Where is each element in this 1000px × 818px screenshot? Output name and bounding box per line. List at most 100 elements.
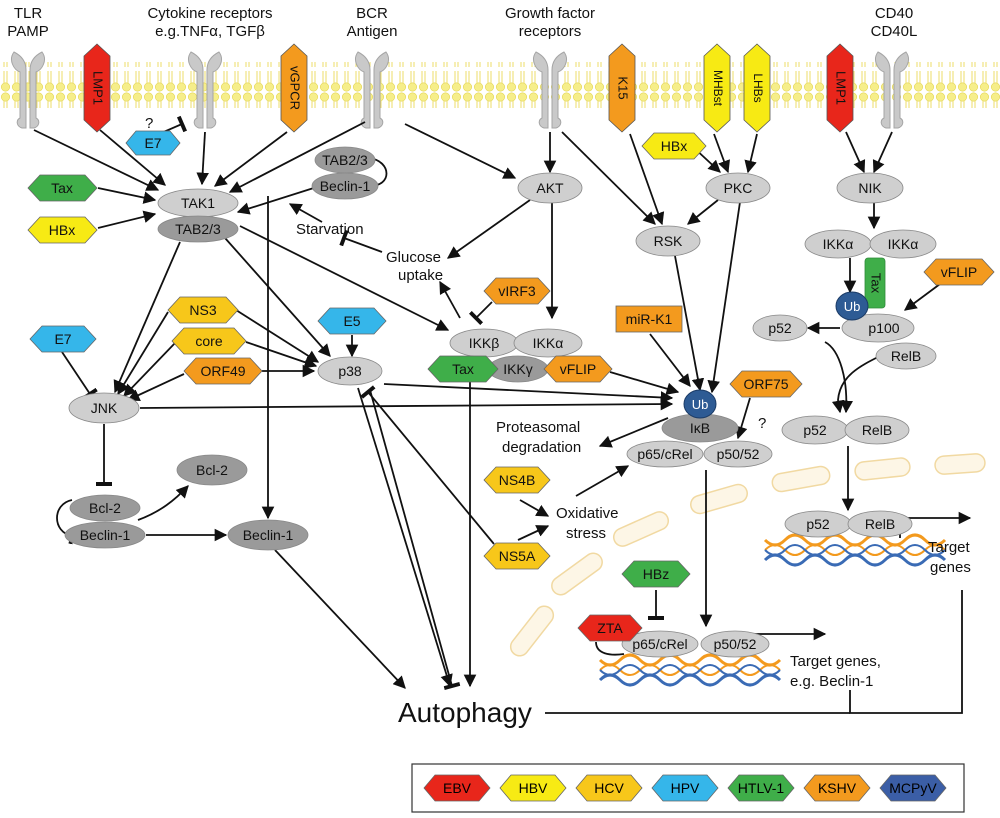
arrow-lhbs-pkc [744, 133, 758, 174]
arrow-ikk-glucose [439, 280, 461, 319]
growth-factor-label: Growth factor [505, 5, 595, 22]
svg-text:MHBst: MHBst [711, 70, 725, 107]
stress-label: stress [566, 525, 606, 542]
antigen-label: Antigen [347, 23, 398, 40]
svg-text:RelB: RelB [865, 516, 895, 532]
arrow-p38-autophagy [357, 387, 453, 688]
svg-text:LMP1: LMP1 [91, 71, 106, 105]
svg-text:NS3: NS3 [189, 302, 216, 318]
beclin-target-label: e.g. Beclin-1 [790, 673, 873, 690]
arrow-p52-complex [824, 341, 853, 414]
e7-top: E7 [125, 130, 181, 156]
svg-text:TAK1: TAK1 [181, 195, 215, 211]
svg-text:Tax: Tax [51, 180, 73, 196]
arrow-vflip-p100 [903, 283, 941, 311]
arrow-ikb-proteasomal [598, 417, 669, 448]
p52-b: p52 [781, 415, 849, 445]
bcr-receptor [355, 51, 389, 129]
svg-text:LMP1: LMP1 [834, 71, 849, 105]
arrow-mirk1-ikb [649, 333, 691, 387]
arrow-ns3-p38 [235, 309, 320, 363]
relb-a: RelB [875, 342, 937, 370]
arrow-orf75-p50 [735, 397, 751, 440]
svg-text:IκB: IκB [690, 420, 710, 436]
virf3: vIRF3 [483, 277, 551, 305]
inhibit-ns5a-p38 [360, 385, 495, 545]
svg-text:RelB: RelB [862, 422, 892, 438]
svg-text:core: core [195, 333, 222, 349]
arrow-core-p38 [245, 341, 318, 369]
arrow-ikk-ikb [609, 371, 680, 395]
arrow-complex-bcl2 [137, 485, 189, 521]
svg-text:p65/cRel: p65/cRel [637, 446, 692, 462]
tax-ikk: Tax [427, 355, 499, 383]
arrow-oxidative-p65 [575, 465, 630, 497]
legend-item-kshv: KSHV [803, 774, 871, 802]
ns4b: NS4B [483, 466, 551, 494]
svg-text:miR-K1: miR-K1 [626, 311, 673, 327]
degradation-label: degradation [502, 439, 581, 456]
hbx-right: HBx [641, 132, 707, 160]
cd40-label: CD40 [875, 5, 913, 22]
oxidative-label: Oxidative [556, 505, 619, 522]
zta: ZTA [577, 614, 643, 642]
svg-text:ORF49: ORF49 [200, 363, 245, 379]
svg-text:NIK: NIK [858, 180, 882, 196]
inhibit-glucose-starvation [339, 229, 383, 253]
arrow-p38-ikb [383, 383, 674, 404]
svg-text:Ub: Ub [692, 397, 709, 412]
svg-text:NS5A: NS5A [499, 548, 536, 564]
svg-text:Beclin-1: Beclin-1 [243, 527, 294, 543]
rsk: RSK [635, 225, 701, 257]
arrow-jnk-ikb [139, 397, 674, 411]
svg-text:Tax: Tax [452, 361, 474, 377]
svg-text:LHBs: LHBs [751, 73, 765, 102]
svg-text:RSK: RSK [654, 233, 683, 249]
ub-right: Ub [835, 291, 869, 321]
arrow-orf49-jnk [126, 373, 185, 401]
inhibit-virf3-ikkb [468, 301, 493, 326]
arrow-tax-tak1 [97, 187, 157, 204]
svg-text:ORF75: ORF75 [743, 376, 788, 392]
core: core [171, 327, 247, 355]
lhbs: LHBs [743, 43, 771, 133]
svg-text:p100: p100 [868, 320, 899, 336]
svg-text:Bcl-2: Bcl-2 [89, 500, 121, 516]
ikkg: IKKγ [487, 355, 549, 383]
arrow-beclin-tak1 [236, 185, 321, 215]
arrow-growth-rsk [561, 131, 656, 225]
growth-factor-receptors-label: receptors [519, 23, 582, 40]
tab23-top: TAB2/3 [314, 146, 376, 174]
arrow-akt-glucose [446, 199, 531, 259]
inhibit-e7-jnk [61, 351, 98, 401]
ikka-mid: IKKα [513, 328, 583, 358]
ikka-right: IKKα [869, 229, 937, 259]
svg-text:vFLIP: vFLIP [560, 361, 597, 377]
arrow-vgpcr-tak1 [213, 131, 288, 187]
zta-hook [595, 641, 625, 656]
bcl2-free: Bcl-2 [176, 454, 248, 486]
svg-text:Bcl-2: Bcl-2 [196, 462, 228, 478]
k15: K15 [608, 43, 636, 133]
ikkb: IKKβ [449, 328, 519, 358]
svg-text:IKKα: IKKα [888, 236, 919, 252]
starvation-label: Starvation [296, 221, 364, 238]
relb-b: RelB [844, 415, 910, 445]
lmp1-left: LMP1 [83, 43, 111, 133]
arrow-mhbs-pkc [713, 133, 730, 174]
legend-label: HTLV-1 [738, 780, 785, 796]
legend-item-hpv: HPV [651, 774, 719, 802]
proteasomal-label: Proteasomal [496, 419, 580, 436]
nik: NIK [836, 172, 904, 204]
svg-text:p52: p52 [806, 516, 830, 532]
pkc: PKC [705, 172, 771, 204]
arrow-ns5a-oxidative [517, 525, 550, 541]
arrow-lmp1-tak1 [99, 129, 166, 186]
arrow-hbx-tak1 [97, 210, 157, 229]
arrow-ns4b-oxidative [519, 499, 550, 517]
svg-text:Beclin-1: Beclin-1 [320, 178, 371, 194]
legend-item-hbv: HBV [499, 774, 567, 802]
ikka-left: IKKα [804, 229, 872, 259]
dna-bottom [598, 653, 782, 687]
